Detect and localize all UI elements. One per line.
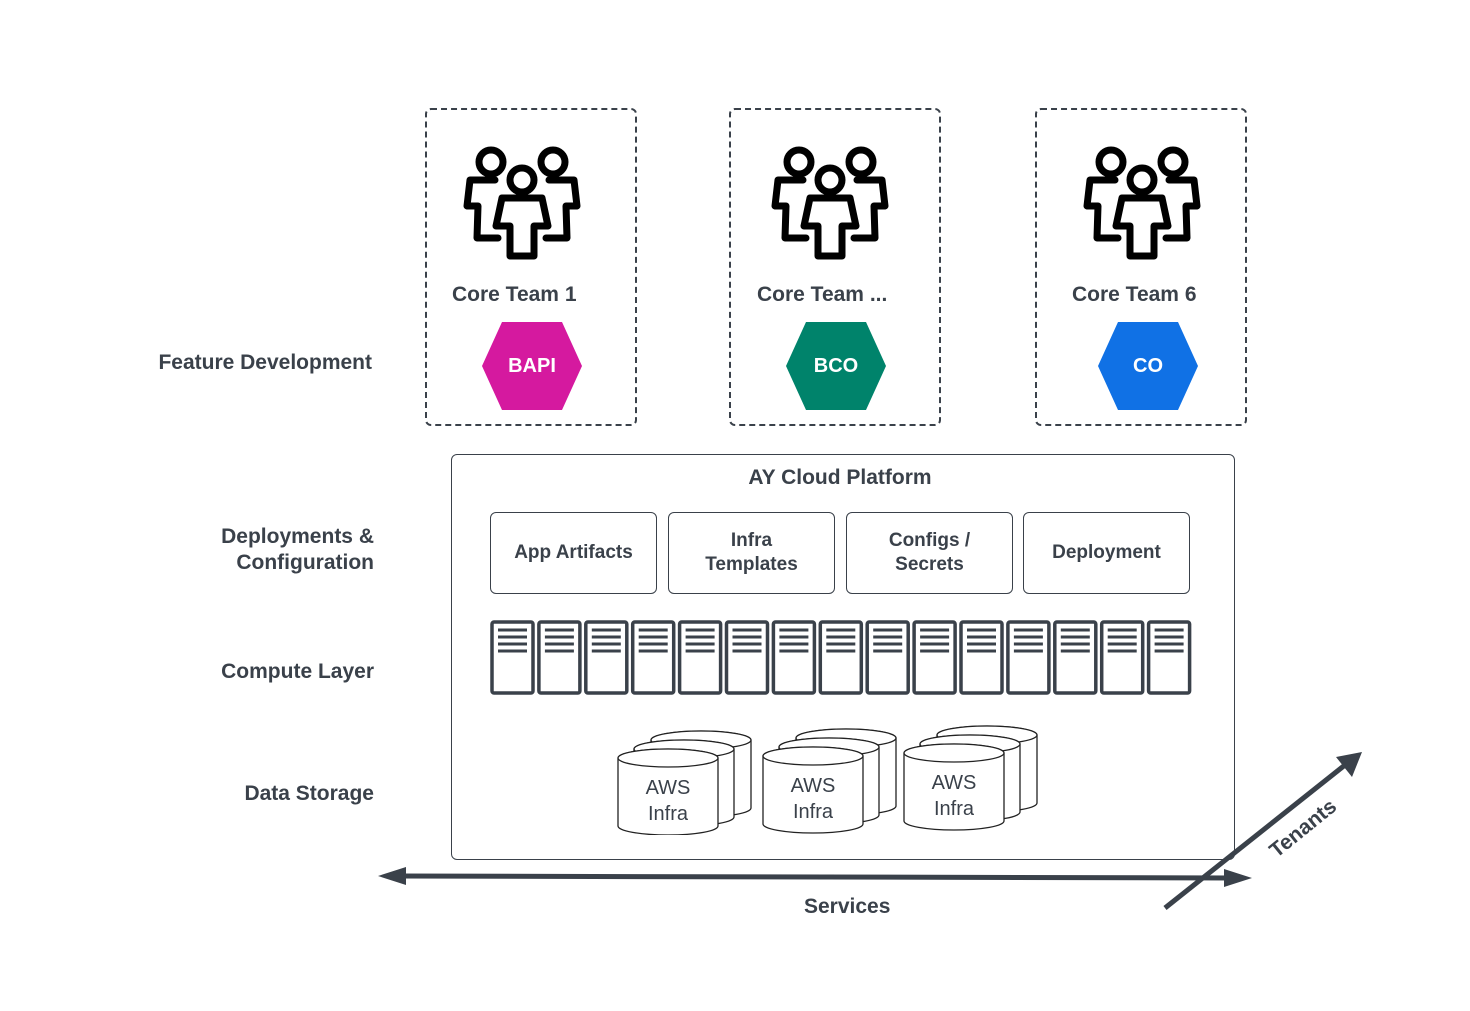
layer-label-feature-development: Feature Development <box>158 351 372 374</box>
people-group-icon <box>1083 146 1201 260</box>
component-configs-secrets: Configs / Secrets <box>846 512 1013 594</box>
layer-label-compute-layer: Compute Layer <box>221 660 374 683</box>
server-rack-row <box>490 620 1192 695</box>
storage-label-line1: AWS <box>932 772 977 794</box>
storage-label-line2: Infra <box>934 798 975 820</box>
server-icon <box>959 620 1004 695</box>
team-name: Core Team 6 <box>1072 283 1197 306</box>
layer-label-deployments-configuration: Deployments & Configuration <box>221 525 374 574</box>
team-box-2 <box>729 108 941 426</box>
storage-cylinder-front: AWS Infra <box>617 748 719 835</box>
server-icon <box>490 620 535 695</box>
people-group-icon <box>463 146 581 260</box>
component-app-artifacts: App Artifacts <box>490 512 657 594</box>
storage-label-line2: Infra <box>793 801 834 823</box>
team-name: Core Team ... <box>757 283 888 306</box>
team-box-1 <box>425 108 637 426</box>
team-badge-co: CO <box>1098 322 1198 410</box>
storage-stack: AWS Infra <box>762 728 897 834</box>
server-icon <box>630 620 676 695</box>
server-icon <box>771 620 817 695</box>
server-icon <box>677 620 723 695</box>
storage-label-line1: AWS <box>791 775 836 797</box>
storage-cylinder-front: AWS Infra <box>903 743 1005 831</box>
server-icon <box>912 620 957 695</box>
server-icon <box>1006 620 1051 695</box>
tenants-axis-arrow <box>1163 752 1362 910</box>
cloud-platform-container <box>451 454 1235 860</box>
layer-label-data-storage: Data Storage <box>244 782 374 805</box>
team-name: Core Team 1 <box>452 283 577 306</box>
storage-group: AWS Infra AWS Infra AWS Infra <box>617 725 1038 835</box>
server-icon <box>1053 620 1098 695</box>
team-badge-bco: BCO <box>786 322 886 410</box>
server-icon <box>724 620 770 695</box>
platform-title: AY Cloud Platform <box>748 466 932 489</box>
component-deployment: Deployment <box>1023 512 1190 594</box>
storage-label-line1: AWS <box>646 777 691 799</box>
server-icon <box>818 620 864 695</box>
services-axis-label: Services <box>804 895 891 918</box>
storage-stack: AWS Infra <box>617 730 752 835</box>
storage-label-line2: Infra <box>648 803 689 825</box>
storage-stack: AWS Infra <box>903 725 1038 831</box>
component-infra-templates: Infra Templates <box>668 512 835 594</box>
team-box-3 <box>1035 108 1247 426</box>
server-icon <box>1146 620 1192 695</box>
people-group-icon <box>771 146 889 260</box>
server-icon <box>1099 620 1145 695</box>
server-icon <box>865 620 910 695</box>
services-axis-arrow <box>378 867 1252 887</box>
server-icon <box>584 620 629 695</box>
storage-cylinder-front: AWS Infra <box>762 746 864 834</box>
team-badge-bapi: BAPI <box>482 322 582 410</box>
server-icon <box>537 620 582 695</box>
